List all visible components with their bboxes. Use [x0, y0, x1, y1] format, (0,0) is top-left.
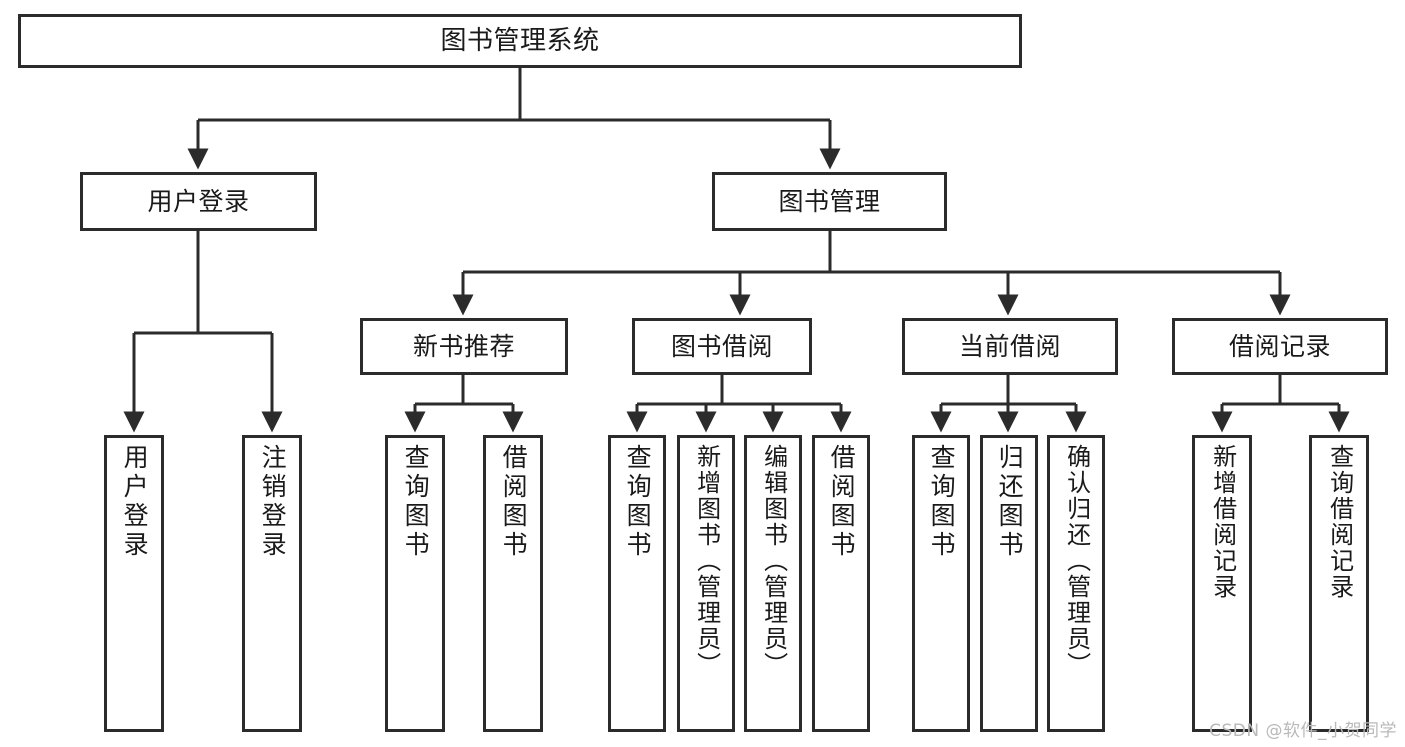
leaf-query-book-2[interactable]: 查询图书 — [608, 435, 666, 732]
node-current-borrow-label: 当前借阅 — [958, 331, 1061, 361]
leaf-edit-book-label: 编辑图书（管理员） — [759, 444, 788, 678]
leaf-user-login[interactable]: 用户登录 — [104, 435, 164, 732]
leaf-edit-book[interactable]: 编辑图书（管理员） — [744, 435, 802, 732]
leaf-borrow-book-2[interactable]: 借阅图书 — [812, 435, 870, 732]
leaf-logout-login[interactable]: 注销登录 — [242, 435, 302, 732]
leaf-add-book-label: 新增图书（管理员） — [692, 444, 721, 678]
leaf-add-record[interactable]: 新增借阅记录 — [1192, 435, 1252, 732]
leaf-confirm-return[interactable]: 确认归还（管理员） — [1047, 435, 1105, 732]
leaf-return-book-label: 归还图书 — [995, 444, 1025, 560]
leaf-query-book-1-label: 查询图书 — [401, 444, 431, 560]
node-root[interactable]: 图书管理系统 — [18, 14, 1022, 68]
node-book-borrow-label: 图书借阅 — [670, 331, 773, 361]
leaf-add-book[interactable]: 新增图书（管理员） — [677, 435, 735, 732]
node-book-borrow[interactable]: 图书借阅 — [632, 318, 812, 375]
node-borrow-record-label: 借阅记录 — [1228, 331, 1331, 361]
leaf-query-record[interactable]: 查询借阅记录 — [1309, 435, 1369, 732]
leaf-borrow-book-1-label: 借阅图书 — [499, 444, 529, 560]
node-user-login-label: 用户登录 — [147, 186, 250, 216]
node-book-manage-label: 图书管理 — [778, 186, 881, 216]
leaf-query-book-3[interactable]: 查询图书 — [912, 435, 970, 732]
node-user-login[interactable]: 用户登录 — [80, 172, 317, 231]
leaf-query-book-2-label: 查询图书 — [623, 444, 653, 560]
leaf-return-book[interactable]: 归还图书 — [980, 435, 1038, 732]
csdn-watermark: CSDN @软件_小贺同学 — [1209, 721, 1397, 741]
node-root-label: 图书管理系统 — [440, 25, 600, 56]
leaf-logout-login-label: 注销登录 — [258, 444, 288, 560]
node-new-book-recommend-label: 新书推荐 — [412, 331, 515, 361]
leaf-add-record-label: 新增借阅记录 — [1208, 444, 1237, 600]
node-book-manage[interactable]: 图书管理 — [712, 172, 947, 231]
node-current-borrow[interactable]: 当前借阅 — [902, 318, 1118, 375]
node-new-book-recommend[interactable]: 新书推荐 — [360, 318, 568, 375]
leaf-borrow-book-1[interactable]: 借阅图书 — [483, 435, 543, 732]
leaf-borrow-book-2-label: 借阅图书 — [827, 444, 857, 560]
leaf-query-book-3-label: 查询图书 — [927, 444, 957, 560]
leaf-query-book-1[interactable]: 查询图书 — [385, 435, 445, 732]
leaf-confirm-return-label: 确认归还（管理员） — [1062, 444, 1091, 678]
node-borrow-record[interactable]: 借阅记录 — [1172, 318, 1388, 375]
leaf-user-login-label: 用户登录 — [120, 444, 150, 560]
leaf-query-record-label: 查询借阅记录 — [1325, 444, 1354, 600]
